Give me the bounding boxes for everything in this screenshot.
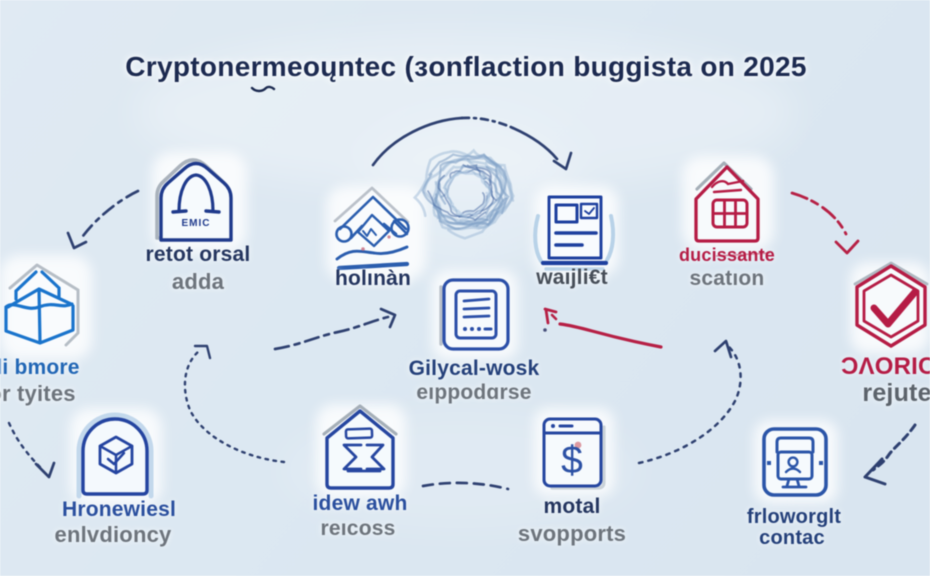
svg-text:$: $	[561, 439, 583, 482]
svg-text:EMIC: EMIC	[182, 218, 211, 229]
